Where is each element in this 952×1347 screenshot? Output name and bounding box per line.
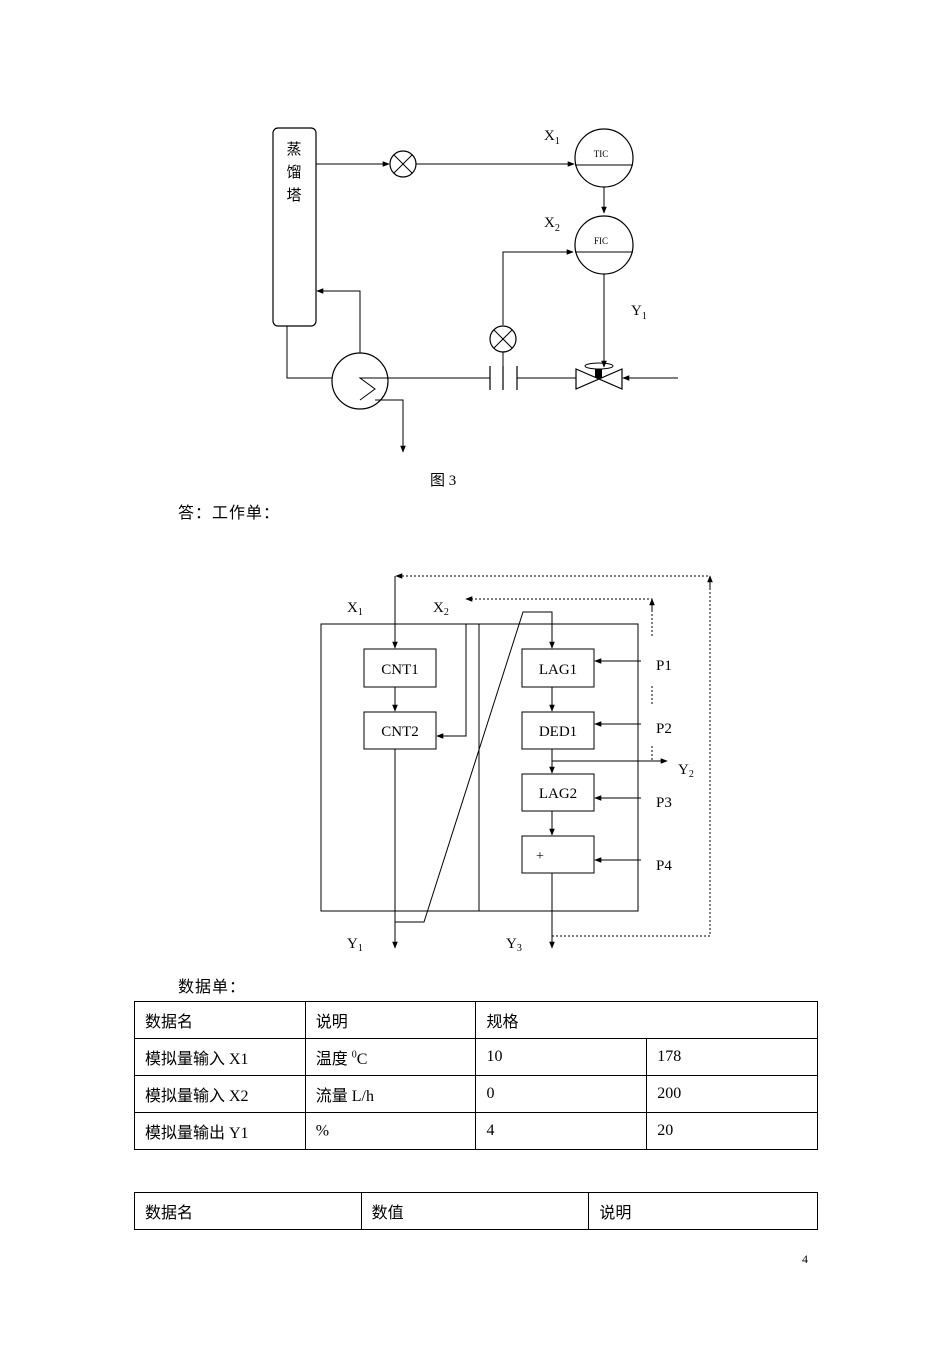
fig3-x1-label: X1 <box>544 128 560 147</box>
fig3-y1-label: Y1 <box>631 303 647 322</box>
value-table: 数据名 数值 说明 <box>134 1192 818 1230</box>
table-row: 模拟量输入 X2 流量 L/h 0 200 <box>134 1075 818 1113</box>
table-header: 说明 <box>304 1001 477 1039</box>
table-cell: 178 <box>646 1038 818 1076</box>
table-cell: 0 <box>475 1075 648 1113</box>
orifice-plate-icon <box>489 366 518 390</box>
table-cell: 200 <box>646 1075 818 1113</box>
table-header: 数据名 <box>134 1001 306 1039</box>
table-row: 数据名 说明 规格 <box>134 1001 818 1039</box>
fic-controller: FIC <box>574 215 634 275</box>
block-sum <box>521 835 595 874</box>
tower-label-1: 蒸 <box>286 141 301 158</box>
block-cnt1-label: CNT1 <box>381 662 419 678</box>
block-cnt2 <box>363 711 437 750</box>
table-cell: 模拟量输出 Y1 <box>134 1112 306 1150</box>
data-sheet-label: 数据单： <box>178 979 247 996</box>
table-header: 数据名 <box>134 1192 362 1230</box>
param-p4: P4 <box>656 858 672 874</box>
ws-y2-label: Y2 <box>678 762 694 780</box>
block-ded1 <box>521 711 595 750</box>
block-ded1-label: DED1 <box>539 724 577 740</box>
table-cell: 流量 L/h <box>304 1075 477 1113</box>
figure-3-caption: 图 3 <box>430 473 457 489</box>
table-cell: 20 <box>646 1112 818 1150</box>
table-cell: 10 <box>475 1038 648 1076</box>
param-p3: P3 <box>656 795 672 811</box>
temperature-sensor-icon <box>389 150 417 178</box>
tower-label-3: 塔 <box>286 187 301 204</box>
ws-y3-label: Y3 <box>506 936 522 954</box>
tic-controller: TIC <box>574 128 634 188</box>
table-row: 模拟量输出 Y1 % 4 20 <box>134 1112 818 1150</box>
table-cell: 模拟量输入 X1 <box>134 1038 306 1076</box>
block-sum-label: + <box>536 849 544 864</box>
worksheet-right-frame <box>478 623 639 912</box>
param-p1: P1 <box>656 658 672 674</box>
table-header: 数值 <box>360 1192 590 1230</box>
table-header: 说明 <box>588 1192 818 1230</box>
block-lag2 <box>521 773 595 812</box>
ws-x1-label: X1 <box>347 600 363 618</box>
block-cnt1 <box>363 648 437 688</box>
answer-label: 答：工作单： <box>178 505 281 522</box>
figure-3-process-diagram: 蒸 馏 塔 TIC X1 FIC X2 Y1 <box>272 127 678 453</box>
spec-table: 数据名 说明 规格 模拟量输入 X1 温度 0C 10 178 模拟量输入 X2… <box>134 1001 818 1150</box>
table-cell: 模拟量输入 X2 <box>134 1075 306 1113</box>
block-cnt2-label: CNT2 <box>381 724 419 740</box>
page-number: 4 <box>802 1252 808 1266</box>
table-header: 规格 <box>475 1001 818 1039</box>
table-cell: 4 <box>475 1112 648 1150</box>
param-p2: P2 <box>656 721 672 737</box>
worksheet-block-diagram: X1 X2 CNT1 CNT2 LAG1 DED1 LAG2 + P1 P2 P… <box>320 573 713 954</box>
block-lag2-label: LAG2 <box>539 786 577 802</box>
fig3-x2-label: X2 <box>544 215 560 234</box>
flow-sensor-icon <box>489 325 517 353</box>
ws-y1-label: Y1 <box>347 936 363 954</box>
table-cell: % <box>304 1112 477 1150</box>
tic-label: TIC <box>594 149 609 159</box>
block-lag1-label: LAG1 <box>539 662 577 678</box>
tower-label-2: 馏 <box>286 164 301 181</box>
heat-exchanger-icon <box>331 352 389 410</box>
table-row: 数据名 数值 说明 <box>134 1192 818 1230</box>
distillation-tower <box>272 127 317 327</box>
ws-x2-label: X2 <box>433 600 449 618</box>
fic-label: FIC <box>594 236 608 246</box>
table-cell: 温度 0C <box>304 1038 477 1076</box>
table-row: 模拟量输入 X1 温度 0C 10 178 <box>134 1038 818 1076</box>
control-valve-icon <box>575 362 623 390</box>
block-lag1 <box>521 648 595 688</box>
